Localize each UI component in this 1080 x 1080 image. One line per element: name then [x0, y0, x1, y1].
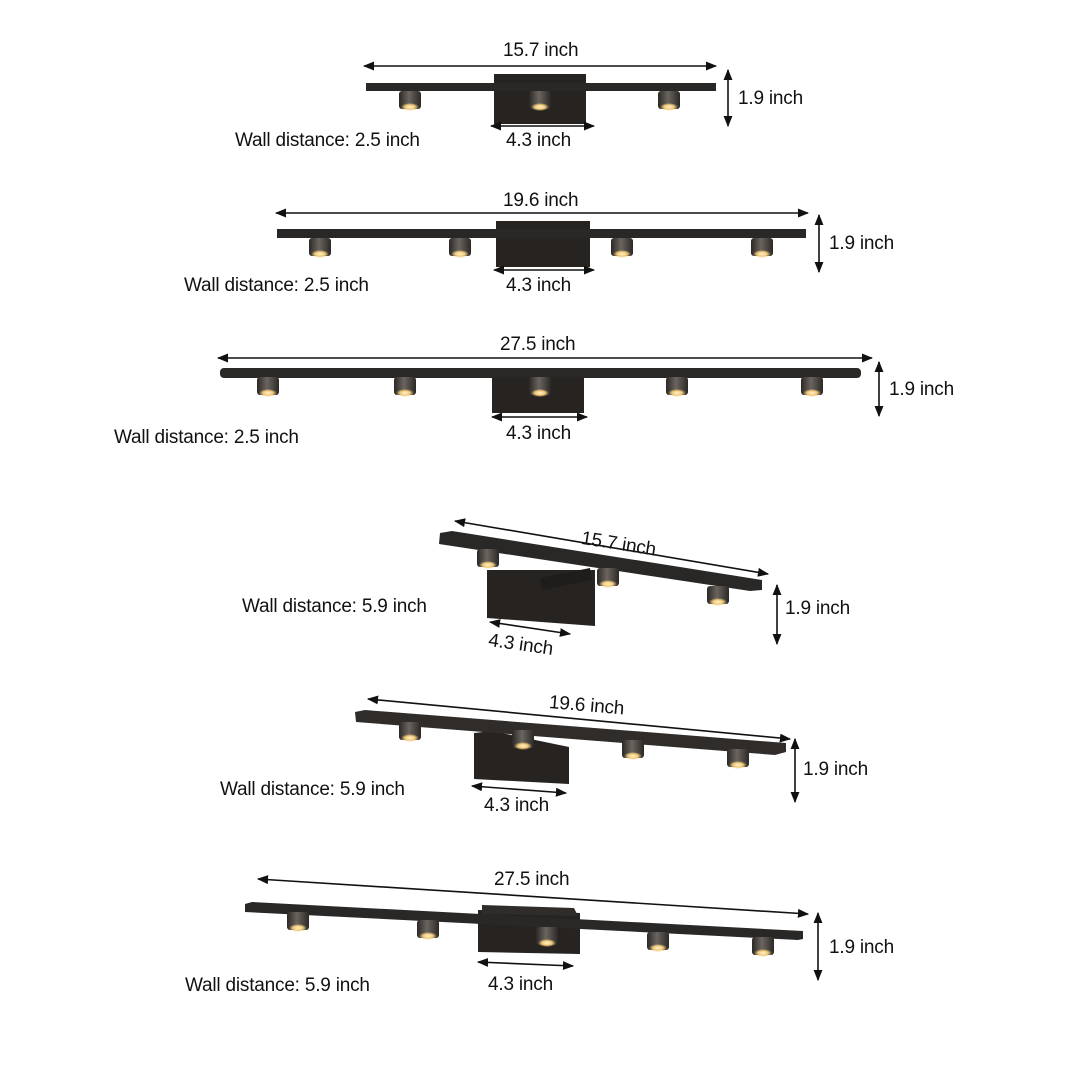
- length-arrow: [453, 518, 770, 577]
- lamp: [449, 238, 471, 258]
- fixture-5: [355, 695, 800, 804]
- plate-width-label: 4.3 inch: [484, 795, 549, 816]
- plate-width-label: 4.3 inch: [506, 275, 571, 296]
- wall-distance-label: Wall distance: 2.5 inch: [235, 130, 420, 151]
- height-label: 1.9 inch: [785, 598, 850, 619]
- lamp: [658, 91, 680, 111]
- lamp: [666, 377, 688, 397]
- lamp: [597, 568, 619, 588]
- lamp: [287, 912, 309, 932]
- lamp: [512, 730, 534, 750]
- length-label: 27.5 inch: [494, 869, 570, 890]
- lamp: [707, 586, 729, 606]
- lamp: [536, 927, 558, 947]
- plate-width-label: 4.3 inch: [506, 130, 571, 151]
- length-label: 27.5 inch: [500, 334, 576, 355]
- wall-distance-label: Wall distance: 5.9 inch: [220, 779, 405, 800]
- wall-plate: [496, 221, 590, 267]
- height-label: 1.9 inch: [803, 759, 868, 780]
- light-bar: [366, 83, 716, 91]
- fixture-1: [362, 61, 733, 131]
- lamp: [309, 238, 331, 258]
- lamp: [417, 920, 439, 940]
- length-label: 15.7 inch: [503, 40, 579, 61]
- light-bar: [277, 229, 806, 238]
- plate-arrow: [476, 957, 575, 971]
- lamp: [611, 238, 633, 258]
- light-bar: [439, 531, 762, 591]
- lamp: [529, 91, 551, 111]
- lamp: [399, 722, 421, 742]
- length-arrow: [256, 875, 810, 918]
- height-label: 1.9 inch: [829, 233, 894, 254]
- wall-distance-label: Wall distance: 2.5 inch: [184, 275, 369, 296]
- light-bar: [220, 368, 861, 378]
- plate-width-label: 4.3 inch: [488, 974, 553, 995]
- lamp: [647, 932, 669, 952]
- lamp: [751, 238, 773, 258]
- fixture-3: [216, 353, 884, 422]
- plate-arrow: [470, 782, 568, 797]
- plate-arrow: [488, 619, 572, 637]
- wall-distance-label: Wall distance: 2.5 inch: [114, 427, 299, 448]
- mount-arm: [540, 568, 592, 590]
- lamp: [529, 377, 551, 397]
- lamp: [477, 549, 499, 569]
- fixture-4: [439, 518, 782, 646]
- lamp: [257, 377, 279, 397]
- lamp: [399, 91, 421, 111]
- height-label: 1.9 inch: [829, 937, 894, 958]
- light-bar: [245, 902, 803, 940]
- lamp: [394, 377, 416, 397]
- lamp: [801, 377, 823, 397]
- lamp: [622, 740, 644, 760]
- mount-cap: [482, 905, 578, 916]
- height-label: 1.9 inch: [738, 88, 803, 109]
- plate-width-label: 4.3 inch: [506, 423, 571, 444]
- light-bar: [355, 710, 786, 755]
- fixture-2: [274, 208, 824, 275]
- length-arrow: [366, 695, 792, 743]
- fixture-6: [245, 875, 823, 982]
- wall-plate: [474, 731, 569, 784]
- length-label: 19.6 inch: [503, 190, 579, 211]
- lamp: [727, 749, 749, 769]
- lamp: [752, 937, 774, 957]
- height-label: 1.9 inch: [889, 379, 954, 400]
- wall-distance-label: Wall distance: 5.9 inch: [242, 596, 427, 617]
- wall-distance-label: Wall distance: 5.9 inch: [185, 975, 370, 996]
